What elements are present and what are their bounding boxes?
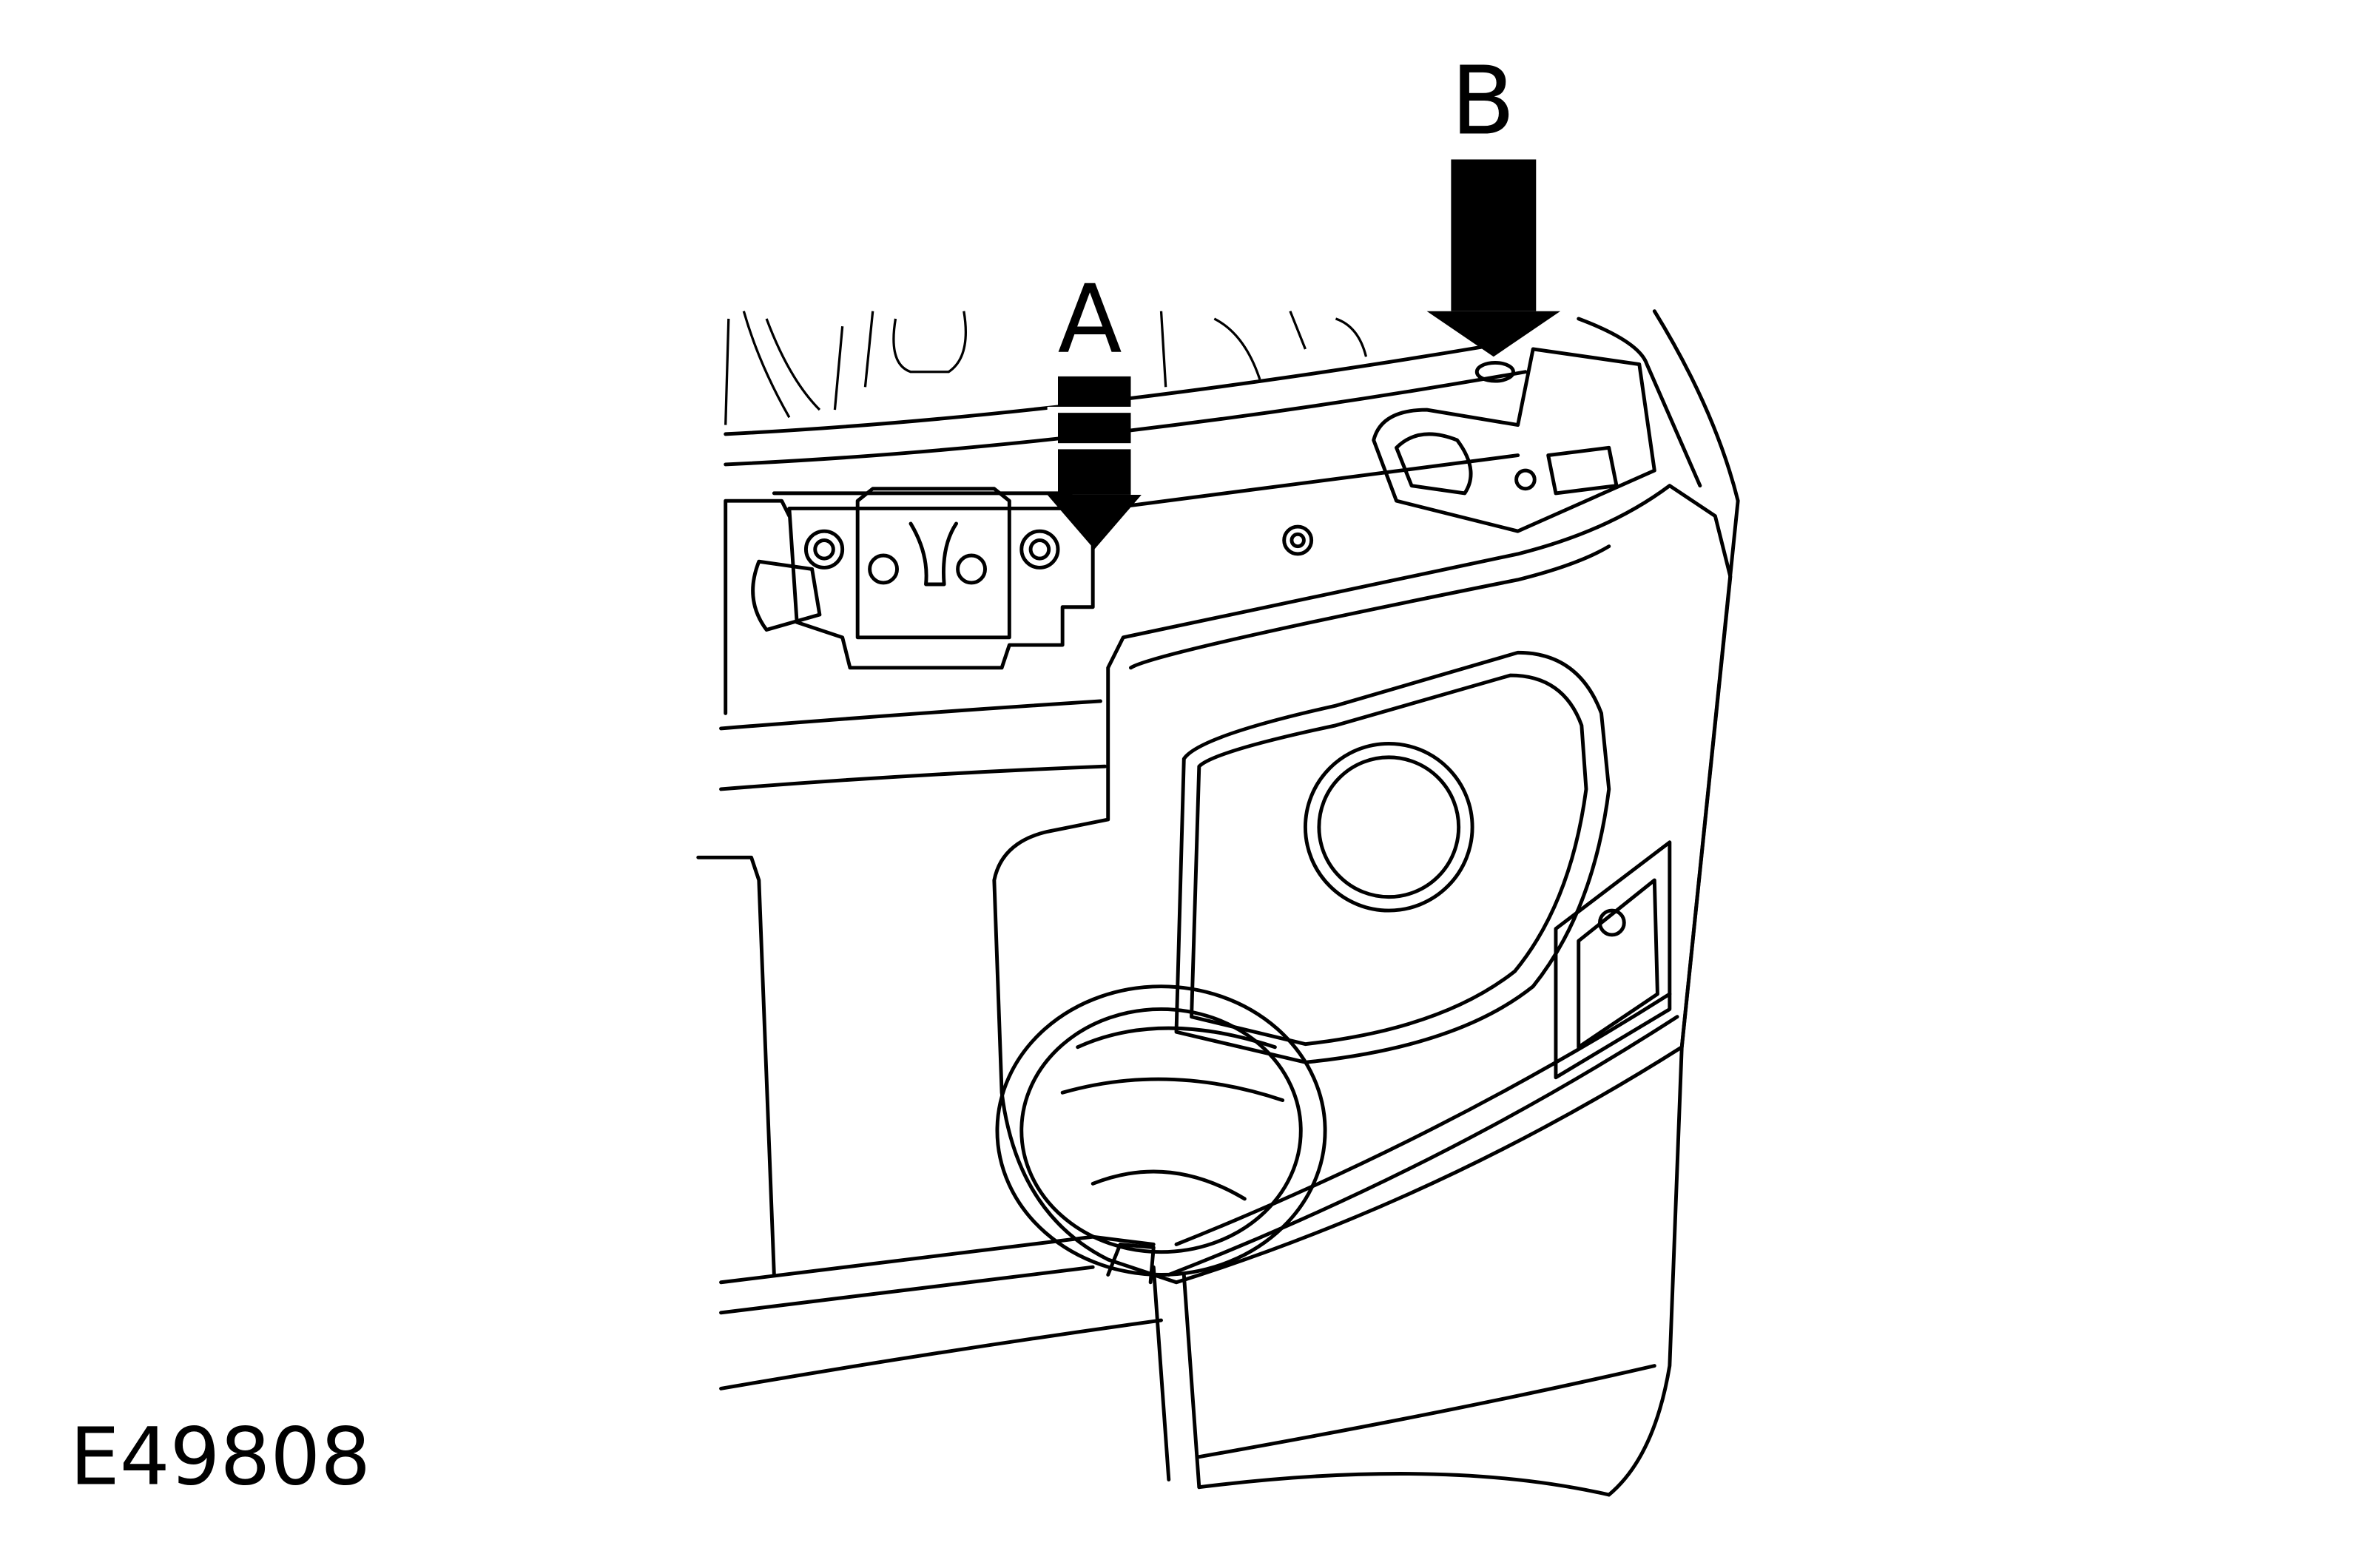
callout-label-a: A bbox=[1058, 265, 1122, 374]
callout-label-b: B bbox=[1451, 47, 1515, 156]
figure-id-label: E49808 bbox=[70, 1412, 371, 1504]
callout-arrow-b bbox=[1426, 159, 1561, 357]
callout-arrow-a bbox=[1047, 376, 1142, 550]
engine-bay-details bbox=[724, 311, 1368, 425]
headlamp-housing bbox=[992, 484, 1733, 1285]
bonnet-latch bbox=[751, 487, 1095, 670]
bumper-shell bbox=[696, 309, 1740, 1497]
fog-lamp-aperture bbox=[995, 984, 1327, 1285]
headlamp-upper-bracket bbox=[1282, 347, 1656, 556]
